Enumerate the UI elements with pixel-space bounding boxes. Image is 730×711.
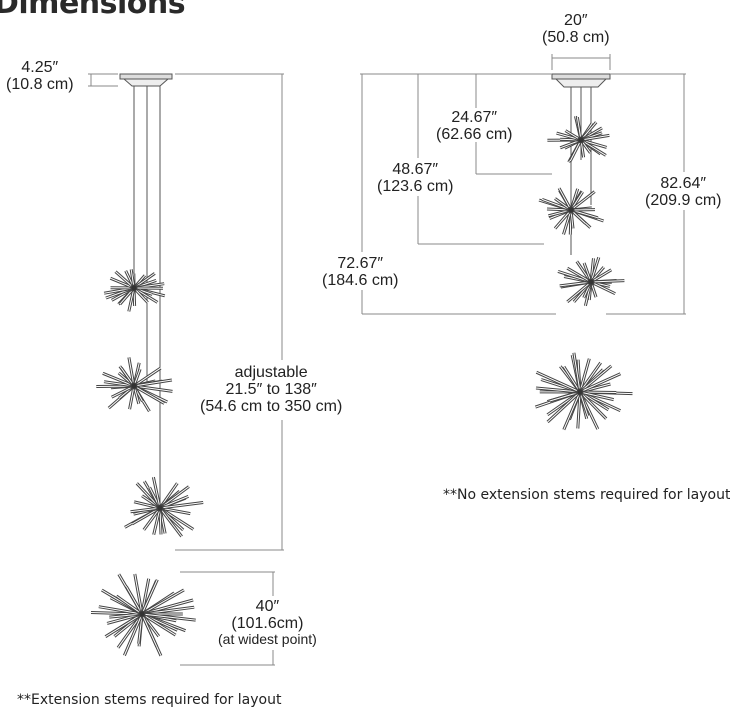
- left-plan-view: [90, 573, 196, 657]
- left-fixtures: [90, 269, 204, 657]
- left-width-cm: (101.6cm): [231, 615, 304, 632]
- drop1-in: 24.67″: [451, 109, 498, 126]
- adjustable-range-cm: (54.6 cm to 350 cm): [200, 398, 343, 415]
- left-canopy-cone: [122, 78, 170, 87]
- left-canopy-height-cm: (10.8 cm): [6, 76, 74, 93]
- drop1-label: 24.67″ (62.66 cm): [436, 109, 512, 143]
- left-width-note: (at widest point): [218, 631, 317, 647]
- left-fixture-3: [124, 476, 204, 538]
- right-canopy-cone: [554, 78, 608, 88]
- drop3-label: 72.67″ (184.6 cm): [322, 255, 398, 289]
- drop2-in: 48.67″: [392, 161, 439, 178]
- left-fixture-2: [96, 357, 173, 413]
- right-canopy-width-label: 20″ (50.8 cm): [542, 12, 610, 46]
- page-title: Dimensions: [0, 0, 186, 21]
- right-canopy-width-in: 20″: [564, 12, 588, 29]
- left-width-label: 40″ (101.6cm) (at widest point): [218, 598, 317, 647]
- drop2-label: 48.67″ (123.6 cm): [377, 161, 453, 195]
- left-fixture-1: [103, 269, 166, 312]
- left-canopy-height-label: 4.25″ (10.8 cm): [6, 59, 74, 93]
- right-plan-view: [534, 352, 633, 431]
- right-fixture-1: [547, 115, 610, 163]
- left-canopy: [119, 73, 173, 80]
- right-fixture-3: [557, 256, 625, 307]
- adjustable-label: adjustable 21.5″ to 138″ (54.6 cm to 350…: [200, 364, 342, 415]
- drop3-in: 72.67″: [337, 255, 384, 272]
- drop2-cm: (123.6 cm): [377, 178, 454, 195]
- overall-label: 82.64″ (209.9 cm): [645, 175, 721, 209]
- right-canopy-width-cm: (50.8 cm): [542, 29, 610, 46]
- drop3-cm: (184.6 cm): [322, 272, 399, 289]
- adjustable-word: adjustable: [234, 364, 308, 381]
- overall-in: 82.64″: [660, 175, 707, 192]
- right-fixtures: [534, 115, 633, 431]
- left-width-in: 40″: [255, 598, 280, 615]
- drop1-cm: (62.66 cm): [436, 126, 513, 143]
- adjustable-range-in: 21.5″ to 138″: [225, 381, 317, 398]
- right-footnote: **No extension stems required for layout: [443, 487, 730, 503]
- overall-cm: (209.9 cm): [645, 192, 722, 209]
- right-canopy: [551, 73, 611, 80]
- left-footnote: **Extension stems required for layout: [17, 692, 282, 708]
- left-canopy-height-in: 4.25″: [21, 59, 59, 76]
- right-fixture-2: [538, 187, 605, 235]
